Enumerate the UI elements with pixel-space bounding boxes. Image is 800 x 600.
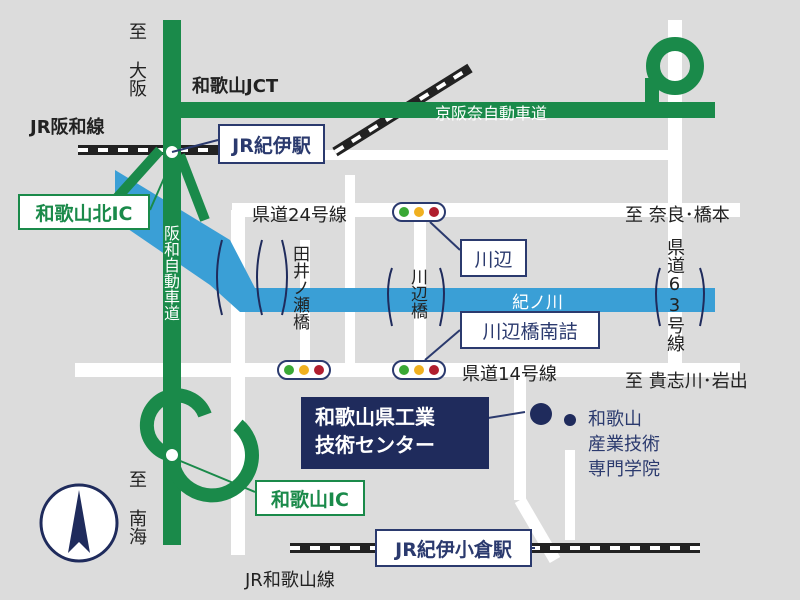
industrial-school: 和歌山 産業技術 専門学院 — [588, 407, 660, 482]
bridge-tainose: 田井ノ瀬橋 — [289, 245, 309, 330]
signal-kawanabe-minamizume: 川辺橋南詰 — [460, 311, 600, 349]
wakayama-line-label: JR和歌山線 — [245, 570, 335, 591]
road-pref24-label: 県道24号線 — [252, 205, 347, 226]
center-marker — [530, 403, 552, 425]
road-pref14-label: 県道14号線 — [462, 364, 557, 385]
school-line2: 産業技術 — [588, 434, 660, 455]
hanwa-expressway-label: 阪和自動車道 — [161, 225, 180, 321]
kinokawa-river — [115, 170, 715, 312]
road-pref63-label: 県道63号線 — [664, 238, 685, 352]
keinawa-label: 京阪奈自動車道 — [435, 104, 548, 123]
signal-kawanabe: 川辺 — [460, 239, 527, 277]
dest-osaka: 至 大阪 — [126, 22, 147, 97]
dest-nanakai: 至 南海 — [126, 470, 147, 545]
hanwa-line-label: JR阪和線 — [30, 117, 105, 138]
river-label: 紀ノ川 — [512, 293, 563, 313]
jct-label: 和歌山JCT — [192, 76, 279, 97]
ic-wakayama-kita[interactable]: 和歌山北IC — [18, 194, 150, 230]
bridge-kawanabe: 川辺橋 — [407, 268, 427, 319]
north-arrow-icon — [39, 483, 119, 563]
center-name-line1: 和歌山県工業 — [315, 405, 435, 429]
school-line3: 専門学院 — [588, 459, 660, 480]
center-name-line2: 技術センター — [315, 433, 435, 457]
station-kii[interactable]: JR紀伊駅 — [218, 124, 325, 164]
dest-kishigawa-iwade: 至 貴志川･岩出 — [625, 371, 748, 392]
school-marker — [564, 414, 576, 426]
station-kii-ogura[interactable]: JR紀伊小倉駅 — [375, 529, 532, 567]
school-line1: 和歌山 — [588, 409, 642, 430]
ic-wakayama[interactable]: 和歌山IC — [255, 480, 365, 516]
jct-loop — [646, 37, 704, 95]
industrial-tech-center[interactable]: 和歌山県工業 技術センター — [301, 397, 489, 469]
dest-nara-hashimoto: 至 奈良･橋本 — [625, 205, 730, 226]
traffic-light-icon — [277, 202, 446, 380]
